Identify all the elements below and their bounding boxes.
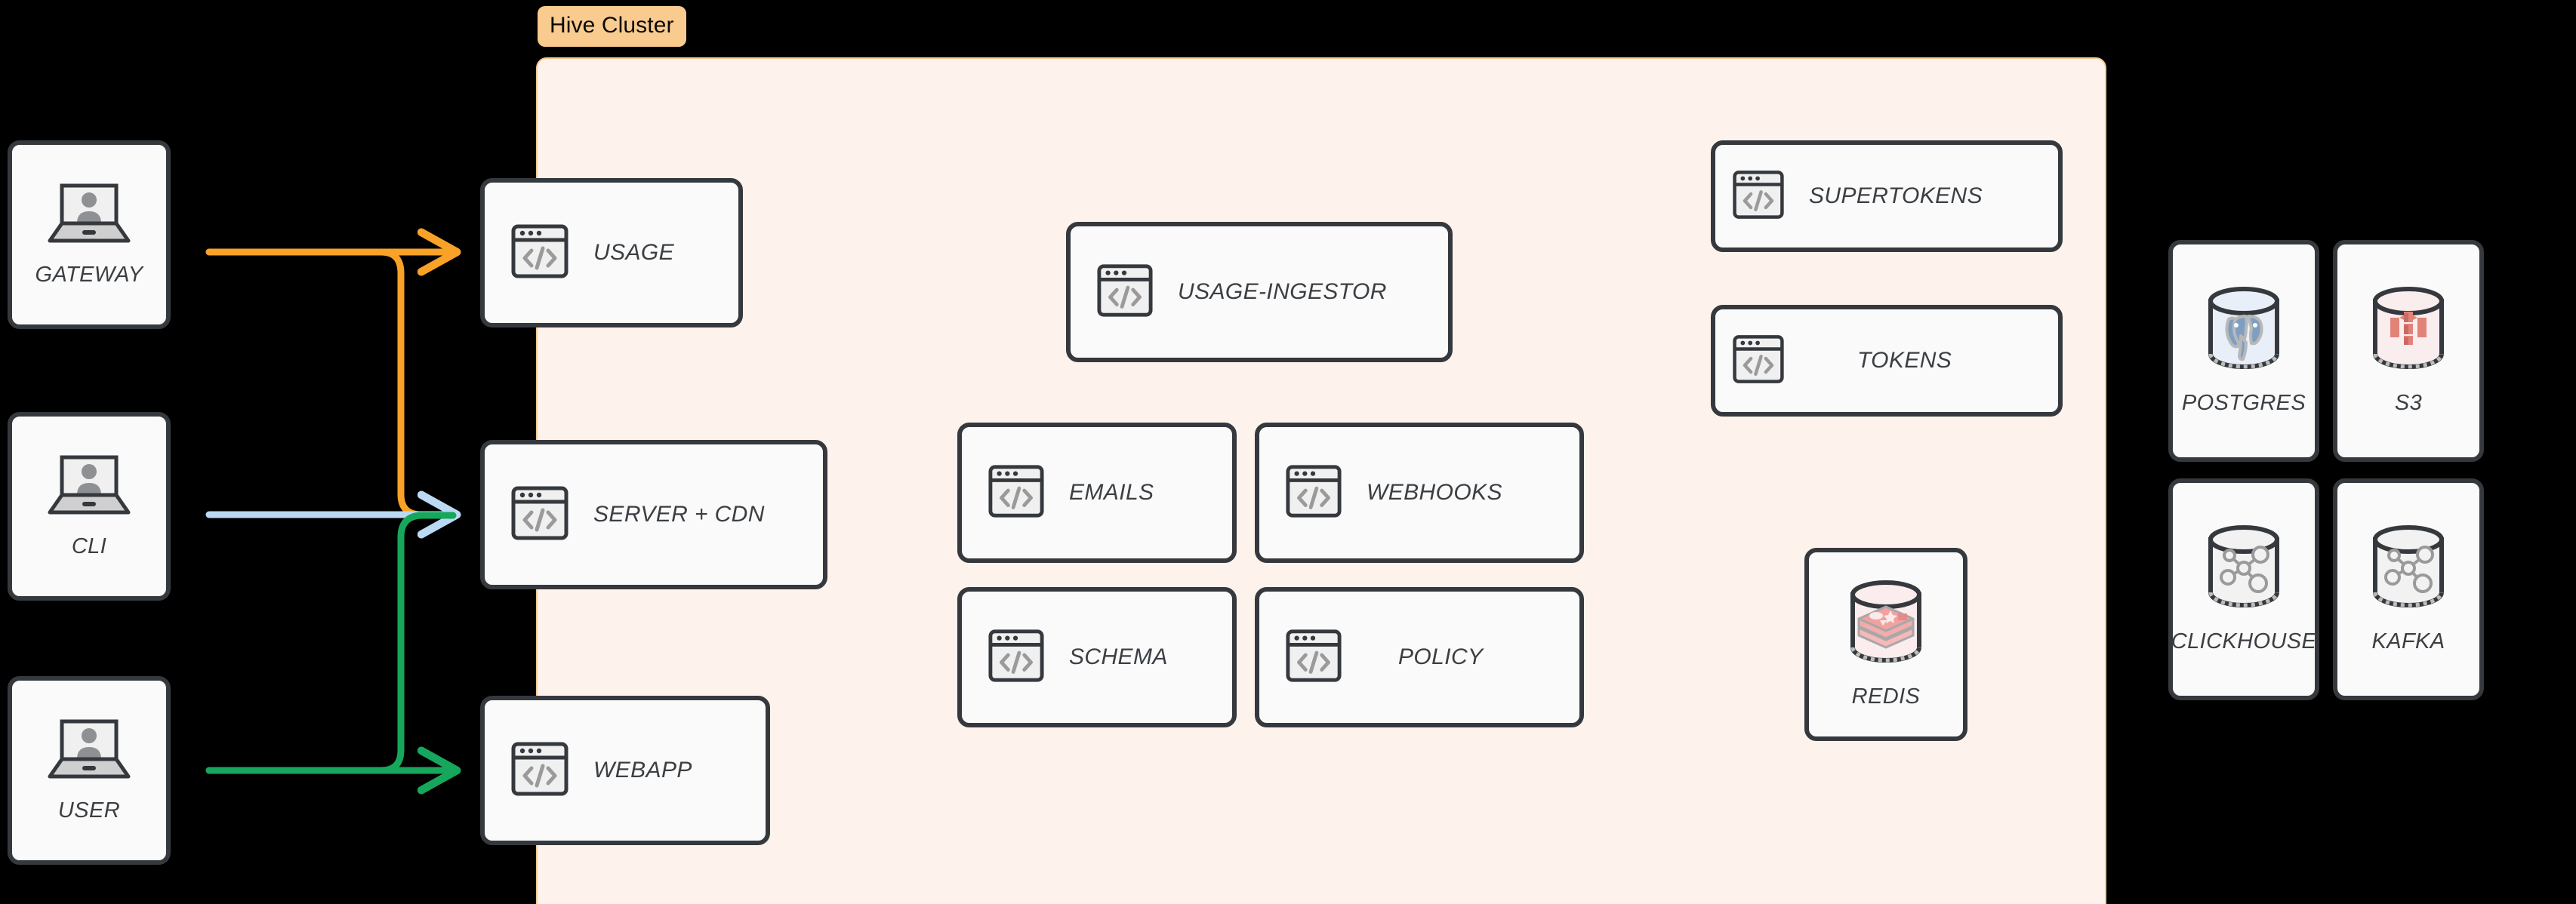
node-clickhouse-label: CLICKHOUSE <box>2171 629 2317 653</box>
code-window-icon <box>1285 463 1342 524</box>
node-tokens[interactable]: TOKENS <box>1711 305 2063 417</box>
node-server-cdn-label: SERVER + CDN <box>593 502 765 527</box>
node-gateway[interactable]: GATEWAY <box>8 140 171 329</box>
node-redis-label: REDIS <box>1851 684 1921 709</box>
node-schema[interactable]: SCHEMA <box>957 587 1237 727</box>
node-policy-label: POLICY <box>1398 644 1484 669</box>
node-policy[interactable]: POLICY <box>1255 587 1584 727</box>
node-emails[interactable]: EMAILS <box>957 423 1237 563</box>
code-window-icon <box>1732 333 1785 389</box>
node-cli-label: CLI <box>71 534 107 558</box>
node-webapp-label: WEBAPP <box>593 758 692 783</box>
generic-cylinder-icon <box>2363 524 2454 616</box>
node-gateway-label: GATEWAY <box>35 263 143 287</box>
node-cli[interactable]: CLI <box>8 412 171 601</box>
node-redis[interactable]: REDIS <box>1804 548 1967 741</box>
node-user[interactable]: USER <box>8 676 171 865</box>
hive-cluster-badge: Hive Cluster <box>538 6 686 47</box>
wire-gateway-server-cdn <box>205 248 457 518</box>
node-usage[interactable]: USAGE <box>480 178 743 327</box>
node-server-cdn[interactable]: SERVER + CDN <box>480 440 827 589</box>
node-s3[interactable]: S3 <box>2333 240 2484 462</box>
node-kafka[interactable]: KAFKA <box>2333 478 2484 700</box>
node-emails-label: EMAILS <box>1069 480 1154 505</box>
code-window-icon <box>988 463 1045 524</box>
node-webapp[interactable]: WEBAPP <box>480 696 770 845</box>
laptop-user-icon <box>47 718 131 785</box>
node-webhooks[interactable]: WEBHOOKS <box>1255 423 1584 563</box>
redis-cylinder-icon <box>1841 580 1931 671</box>
node-clickhouse[interactable]: CLICKHOUSE <box>2168 478 2319 700</box>
node-user-label: USER <box>57 798 121 823</box>
code-window-icon <box>510 484 569 546</box>
node-supertokens-label: SUPERTOKENS <box>1809 183 1983 208</box>
node-tokens-label: TOKENS <box>1857 348 1952 373</box>
node-usage-label: USAGE <box>593 240 675 265</box>
s3-cylinder-icon <box>2363 286 2454 377</box>
node-schema-label: SCHEMA <box>1069 644 1168 669</box>
generic-cylinder-icon <box>2199 524 2289 616</box>
node-supertokens[interactable]: SUPERTOKENS <box>1711 140 2063 252</box>
code-window-icon <box>510 739 569 802</box>
node-s3-label: S3 <box>2394 391 2423 415</box>
code-window-icon <box>510 222 569 284</box>
code-window-icon <box>1096 262 1154 323</box>
wire-user-server-cdn <box>205 512 457 774</box>
laptop-user-icon <box>47 454 131 521</box>
node-usage-ingestor-label: USAGE-INGESTOR <box>1178 279 1387 304</box>
node-postgres[interactable]: POSTGRES <box>2168 240 2319 462</box>
laptop-user-icon <box>47 182 131 249</box>
code-window-icon <box>1285 627 1342 688</box>
node-kafka-label: KAFKA <box>2371 629 2445 653</box>
node-usage-ingestor[interactable]: USAGE-INGESTOR <box>1066 222 1453 362</box>
node-webhooks-label: WEBHOOKS <box>1367 480 1502 505</box>
node-postgres-label: POSTGRES <box>2181 391 2306 415</box>
code-window-icon <box>1732 168 1785 225</box>
code-window-icon <box>988 627 1045 688</box>
postgres-cylinder-icon <box>2199 286 2289 377</box>
